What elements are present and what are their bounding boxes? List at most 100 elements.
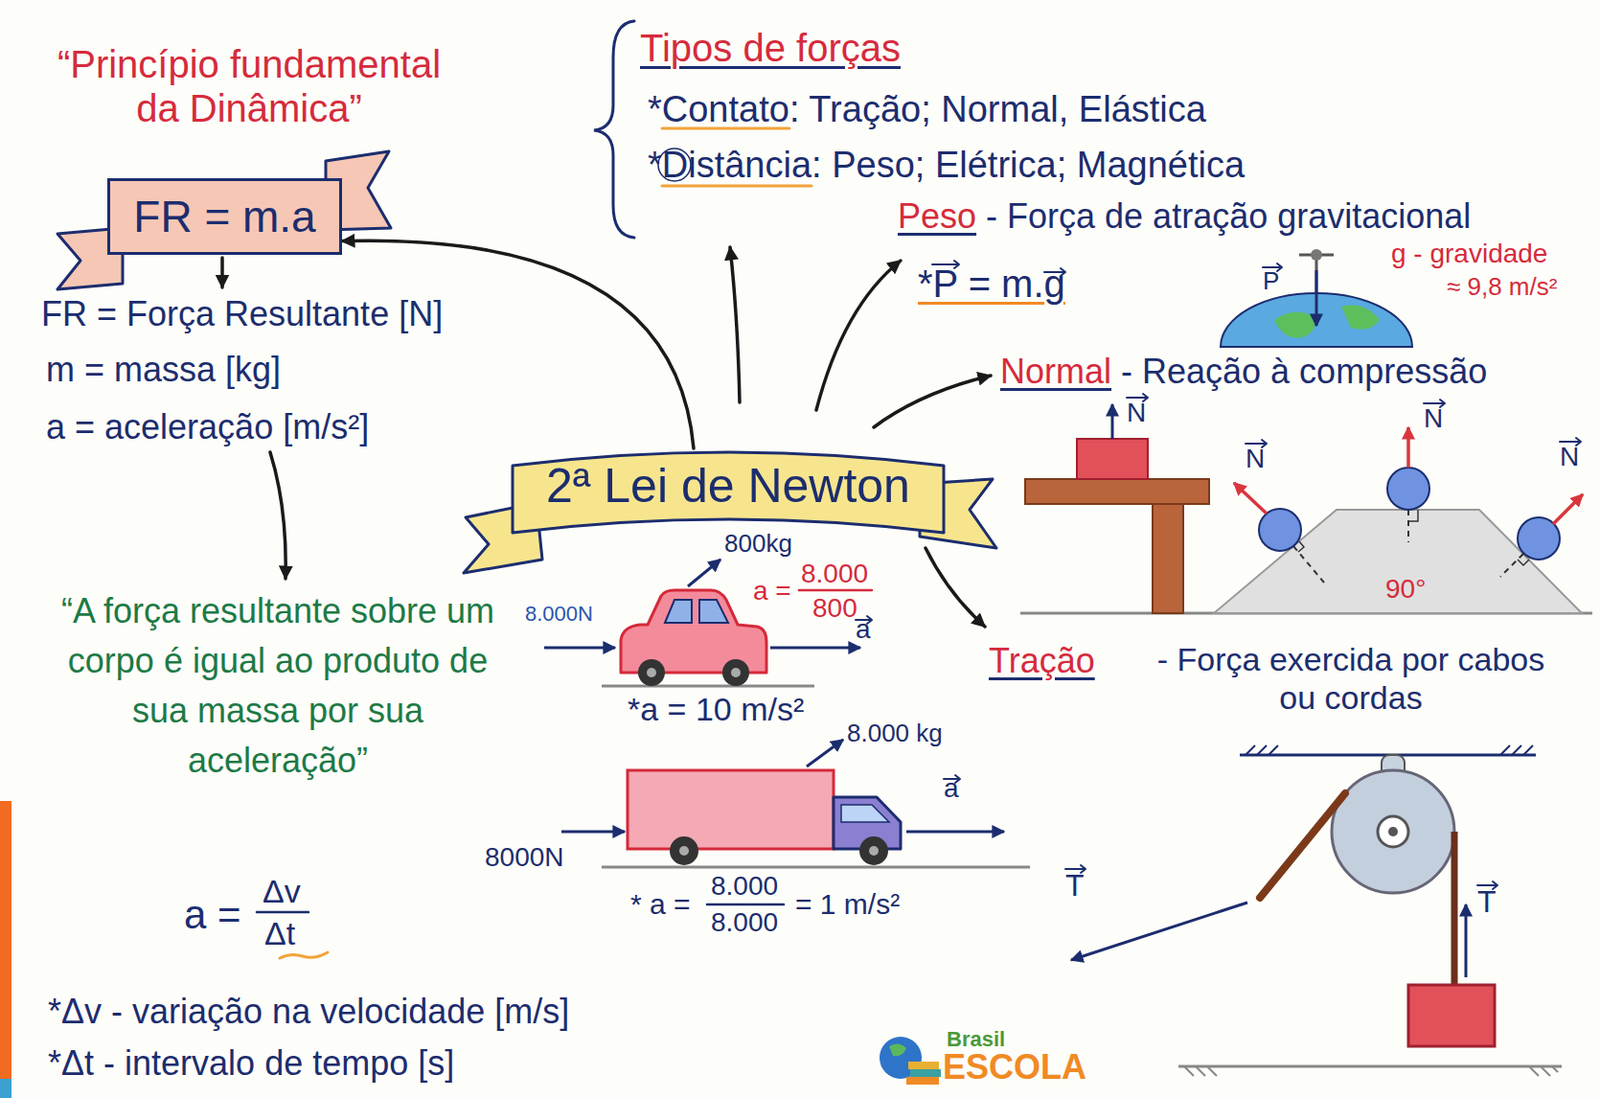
normal-force-drawing bbox=[1258, 508, 1302, 551]
map-arrow bbox=[270, 452, 286, 579]
car-drawing bbox=[731, 667, 741, 678]
normal-force-drawing bbox=[1025, 479, 1210, 504]
heading-text: “Princípio fundamental da Dinâmica” bbox=[38, 42, 460, 131]
map-arrow bbox=[925, 548, 985, 627]
car-drawing bbox=[646, 667, 657, 678]
earth-drawing bbox=[1220, 249, 1413, 347]
normal-force-drawing bbox=[1234, 482, 1267, 514]
text-label: FR = Força Resultante [N] bbox=[41, 293, 443, 335]
ribbon-tail bbox=[57, 151, 391, 290]
result-text: *a = 10 m/s² bbox=[627, 689, 804, 730]
vector-label: N bbox=[1245, 442, 1265, 476]
car-drawing bbox=[544, 646, 616, 650]
formula-text: a = bbox=[753, 574, 792, 608]
term-text: Peso bbox=[897, 195, 977, 237]
pulley-drawing bbox=[1184, 1066, 1558, 1076]
vector-arrow bbox=[855, 260, 1581, 890]
logo-icon bbox=[908, 1061, 939, 1070]
text-label: g - gravidade bbox=[1391, 237, 1548, 271]
truck-drawing bbox=[669, 836, 699, 866]
node-text: 2ª Lei de Newton bbox=[546, 458, 911, 515]
car-drawing bbox=[620, 590, 767, 673]
vector-label: a bbox=[943, 772, 960, 805]
vector-label: N bbox=[1559, 440, 1579, 474]
formula-text: Δv bbox=[262, 871, 301, 912]
earth-drawing bbox=[1310, 249, 1323, 261]
normal-force-drawing bbox=[1517, 559, 1530, 566]
mass-label: 800kg bbox=[724, 528, 793, 559]
corner-bar bbox=[0, 1078, 12, 1098]
heading-text: Tipos de forças bbox=[640, 24, 901, 71]
normal-force-drawing bbox=[1553, 494, 1583, 525]
fraction-line bbox=[256, 911, 309, 915]
title-banner: 2ª Lei de Newton bbox=[512, 448, 944, 533]
normal-force-drawing bbox=[1076, 438, 1148, 480]
pulley-drawing bbox=[1331, 770, 1455, 893]
vector-label: a bbox=[855, 613, 871, 646]
logo-icon bbox=[889, 1043, 907, 1056]
map-arrow bbox=[873, 375, 991, 428]
formula-text: = 1 m/s² bbox=[795, 887, 900, 922]
earth-drawing bbox=[1341, 305, 1380, 330]
car-drawing bbox=[664, 599, 692, 623]
normal-force-drawing bbox=[1407, 509, 1410, 543]
term-text: Tração bbox=[988, 640, 1096, 682]
corner-bar bbox=[0, 800, 12, 1079]
pulley-drawing bbox=[1451, 831, 1459, 985]
quote-text: “A força resultante sobre um corpo é igu… bbox=[57, 586, 499, 786]
pulley-drawing bbox=[1464, 904, 1468, 978]
truck-drawing bbox=[859, 836, 889, 866]
formula-text: 8.000 bbox=[800, 557, 869, 591]
truck-drawing bbox=[561, 739, 1030, 868]
text-label: - Reação à compressão bbox=[1120, 350, 1487, 392]
normal-force-drawing bbox=[1500, 553, 1524, 577]
pulley-drawing bbox=[1408, 984, 1495, 1047]
earth-drawing bbox=[1274, 312, 1315, 339]
brace bbox=[594, 21, 635, 238]
car-drawing bbox=[601, 685, 815, 688]
text-label: - Força de atração gravitacional bbox=[985, 195, 1471, 237]
mass-label: 8.000 kg bbox=[846, 718, 943, 749]
logo-icon bbox=[910, 1069, 941, 1077]
pulley-drawing bbox=[1388, 826, 1398, 837]
text-label: *Distância: Peso; Elétrica; Magnética bbox=[647, 143, 1245, 188]
text-label: ≈ 9,8 m/s² bbox=[1446, 272, 1557, 302]
vector-label: T bbox=[1477, 883, 1497, 920]
vector-label: N bbox=[1126, 396, 1146, 430]
car-drawing bbox=[687, 559, 721, 587]
force-label: 8000N bbox=[484, 841, 565, 874]
text-label: *Δt - intervalo de tempo [s] bbox=[47, 1042, 455, 1084]
term-text: Normal bbox=[1000, 350, 1112, 392]
vector-label: N bbox=[1423, 402, 1443, 435]
connector-arrow bbox=[342, 240, 694, 449]
truck-drawing bbox=[906, 830, 1005, 834]
formula-text: *P = m.g bbox=[917, 260, 1066, 307]
map-arrow bbox=[730, 247, 740, 403]
map-arrow bbox=[220, 257, 225, 288]
truck-drawing bbox=[561, 830, 625, 834]
formula-text: 8.000 bbox=[710, 869, 778, 903]
normal-force-drawing bbox=[1408, 509, 1418, 522]
corner-bar bbox=[0, 800, 12, 1098]
normal-force-drawing bbox=[1152, 503, 1184, 614]
text-label: a = aceleração [m/s²] bbox=[45, 406, 369, 448]
force-label: 8.000N bbox=[525, 601, 594, 627]
logo-text: ESCOLA bbox=[942, 1046, 1087, 1088]
normal-force-drawing bbox=[1111, 404, 1115, 439]
truck-drawing bbox=[841, 804, 890, 823]
pulley-drawing bbox=[1178, 1065, 1562, 1069]
normal-force-drawing bbox=[1298, 541, 1304, 552]
logo-icon bbox=[879, 1036, 941, 1085]
text-label: m = massa [kg] bbox=[45, 348, 281, 390]
pulley-drawing bbox=[1071, 902, 1248, 960]
normal-force-drawing bbox=[1387, 467, 1430, 510]
fraction-line bbox=[707, 903, 784, 907]
formula-text: * a = bbox=[630, 887, 691, 922]
brace bbox=[594, 21, 635, 238]
formula-text: 800 bbox=[812, 592, 858, 625]
normal-force-drawing bbox=[1020, 404, 1593, 614]
truck-drawing bbox=[601, 866, 1030, 869]
normal-force-drawing bbox=[1298, 509, 1530, 566]
vector-label: T bbox=[1065, 867, 1085, 904]
